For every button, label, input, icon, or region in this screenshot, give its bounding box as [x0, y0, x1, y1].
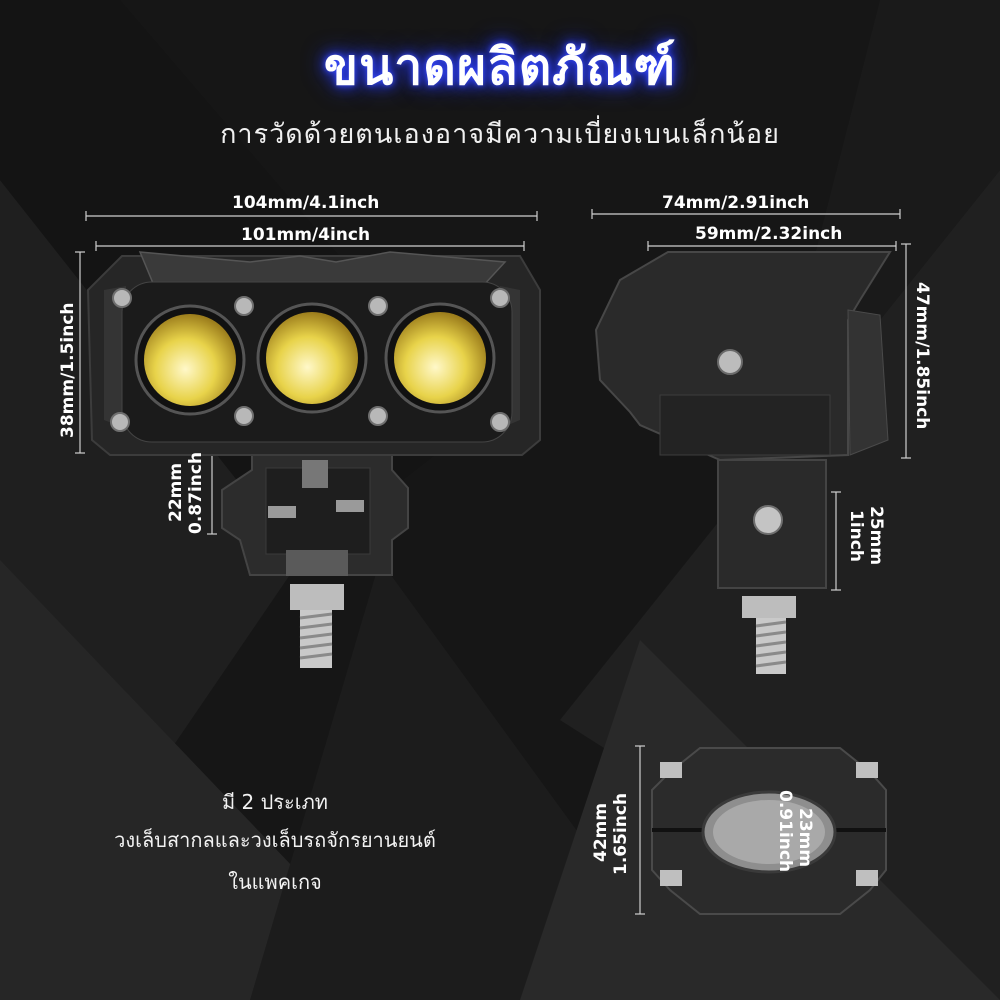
- side-depth-outer-label: 74mm/2.91inch: [662, 193, 810, 213]
- clamp-inner-mm-label: 23mm: [795, 808, 815, 868]
- side-depth-inner-label: 59mm/2.32inch: [695, 224, 843, 244]
- description-line-3: ในแพคเกจ: [228, 870, 322, 894]
- description-line-1: มี 2 ประเภท: [221, 790, 328, 814]
- front-width-outer-label: 104mm/4.1inch: [232, 193, 380, 213]
- clamp-inner-inch-label: 0.91inch: [775, 790, 795, 873]
- page-subtitle: การวัดด้วยตนเองอาจมีความเบี่ยงเบนเล็กน้อ…: [220, 119, 780, 150]
- description-line-2: วงเล็บสากลและวงเล็บรถจักรยานยนต์: [114, 828, 436, 852]
- clamp-outer-inch-label: 1.65inch: [611, 792, 631, 875]
- clamp-outer-mm-label: 42mm: [591, 802, 611, 862]
- front-width-inner-label: 101mm/4inch: [241, 225, 371, 245]
- page-title: ขนาดผลิตภัณฑ์: [323, 38, 677, 96]
